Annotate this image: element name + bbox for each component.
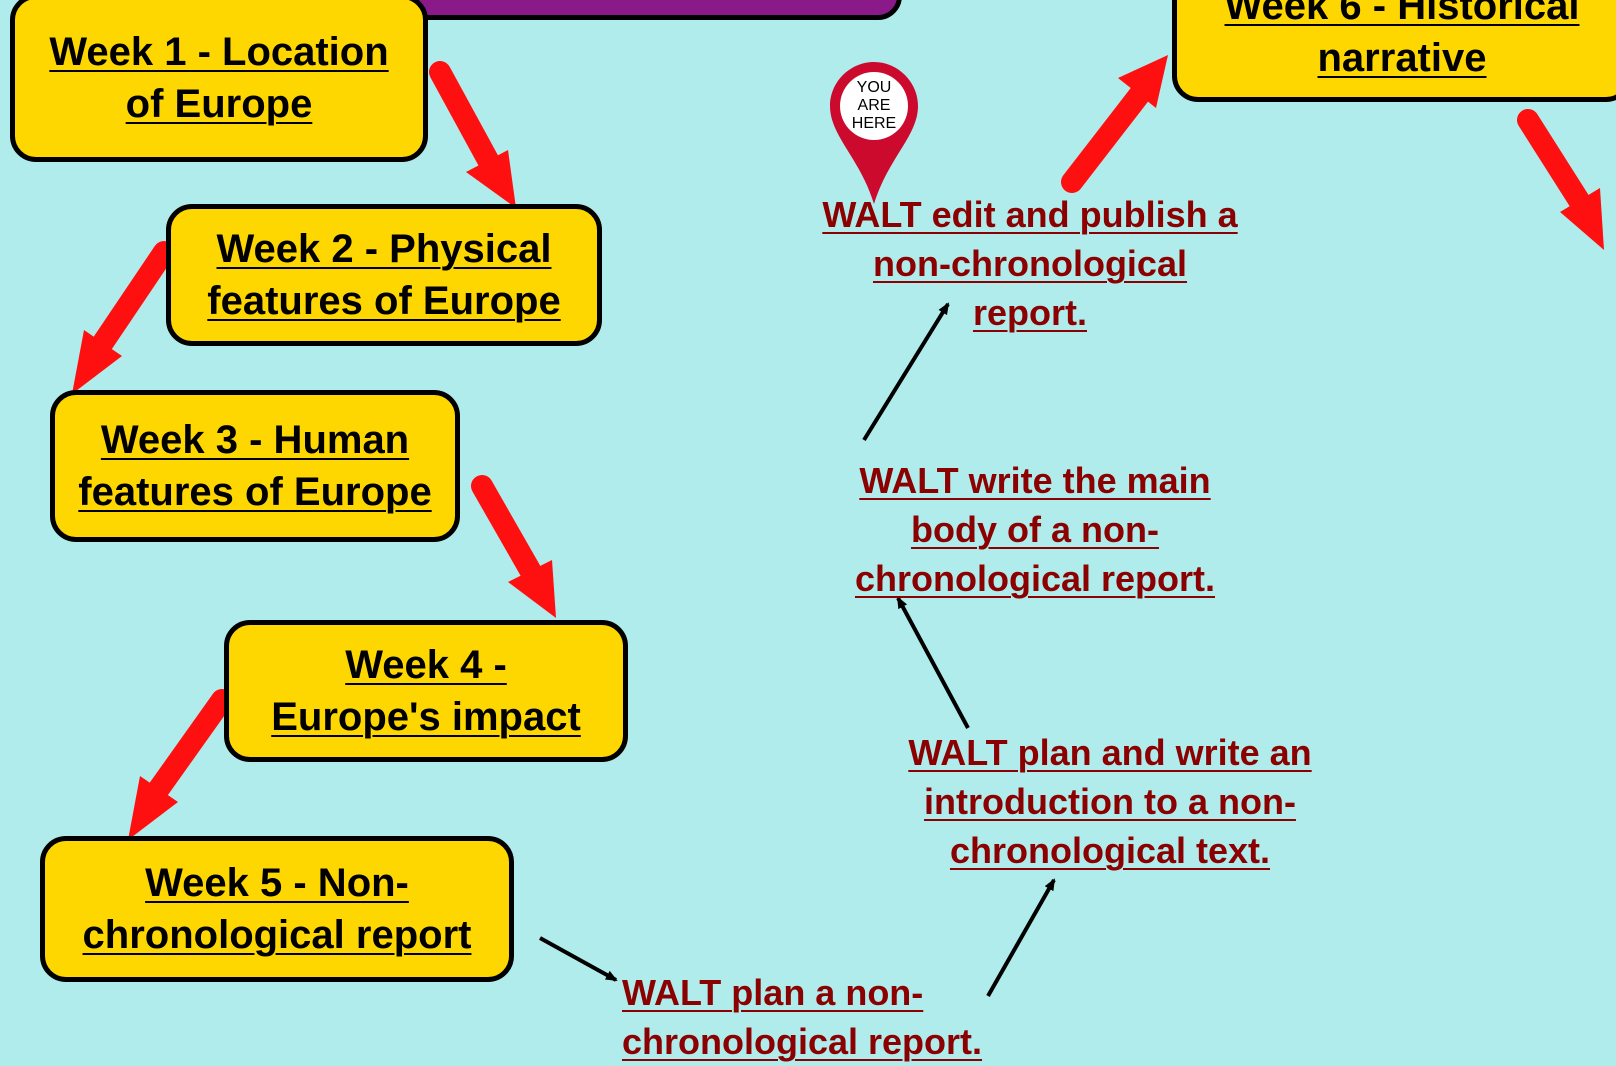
week-6-line2: narrative: [1317, 36, 1487, 80]
you-are-here-pin-icon: YOU ARE HERE: [830, 62, 918, 204]
walt-intro-line1: WALT plan and write an: [908, 732, 1312, 773]
walt-step-edit-publish: WALT edit and publish a non-chronologica…: [770, 190, 1290, 337]
pin-text-are: ARE: [858, 97, 891, 114]
week-5-line1: Week 5 - Non-: [145, 861, 409, 905]
black-arrow-body-to-edit: [862, 302, 950, 442]
walt-body-line1: WALT write the main: [859, 460, 1211, 501]
walt-edit-line3: report.: [972, 292, 1087, 333]
walt-body-line3: chronological report.: [854, 558, 1216, 599]
week-1-line1: Week 1 - Location: [49, 30, 389, 74]
week-4-line2: Europe's impact: [271, 695, 581, 739]
week-2-line2: features of Europe: [207, 279, 561, 323]
week-3-box: Week 3 - Human features of Europe: [50, 390, 460, 542]
black-arrow-week5-to-plan: [539, 936, 618, 982]
pin-text-here: HERE: [852, 115, 896, 132]
walt-plan-line1: WALT plan a non-: [622, 972, 924, 1013]
week-4-line1: Week 4 -: [345, 643, 507, 687]
pin-text-you: YOU: [857, 79, 892, 96]
black-arrow-plan-to-intro: [986, 878, 1056, 997]
week-3-line2: features of Europe: [78, 470, 432, 514]
week-5-line2: chronological report: [82, 913, 472, 957]
week-5-box: Week 5 - Non- chronological report: [40, 836, 514, 982]
walt-intro-line3: chronological text.: [949, 830, 1271, 871]
walt-step-plan: WALT plan a non- chronological report.: [622, 968, 982, 1066]
red-arrow-to-week6: [1061, 55, 1168, 193]
walt-edit-line1: WALT edit and publish a: [822, 194, 1238, 235]
top-banner-box: [386, 0, 902, 20]
red-arrow-week1-to-week2: [429, 61, 516, 208]
week-1-box: Week 1 - Location of Europe: [10, 0, 428, 162]
black-arrow-intro-to-body: [896, 596, 970, 729]
red-arrow-week3-to-week4: [471, 475, 556, 618]
walt-plan-line2: chronological report.: [622, 1021, 983, 1062]
walt-body-line2: body of a non-: [911, 509, 1159, 550]
week-2-line1: Week 2 - Physical: [216, 227, 552, 271]
walt-intro-line2: introduction to a non-: [924, 781, 1296, 822]
week-4-box: Week 4 - Europe's impact: [224, 620, 628, 762]
week-6-box: Week 6 - Historical narrative: [1172, 0, 1616, 102]
walt-step-main-body: WALT write the main body of a non- chron…: [800, 456, 1270, 603]
red-arrow-week4-to-week5: [128, 689, 233, 840]
red-arrow-week2-to-week3: [72, 241, 175, 394]
week-1-line2: of Europe: [125, 82, 313, 126]
red-arrow-week6-onward: [1517, 109, 1604, 250]
week-2-box: Week 2 - Physical features of Europe: [166, 204, 602, 346]
week-6-line1: Week 6 - Historical: [1224, 0, 1580, 28]
walt-edit-line2: non-chronological: [873, 243, 1187, 284]
week-3-line1: Week 3 - Human: [100, 418, 410, 462]
walt-step-introduction: WALT plan and write an introduction to a…: [850, 728, 1370, 875]
